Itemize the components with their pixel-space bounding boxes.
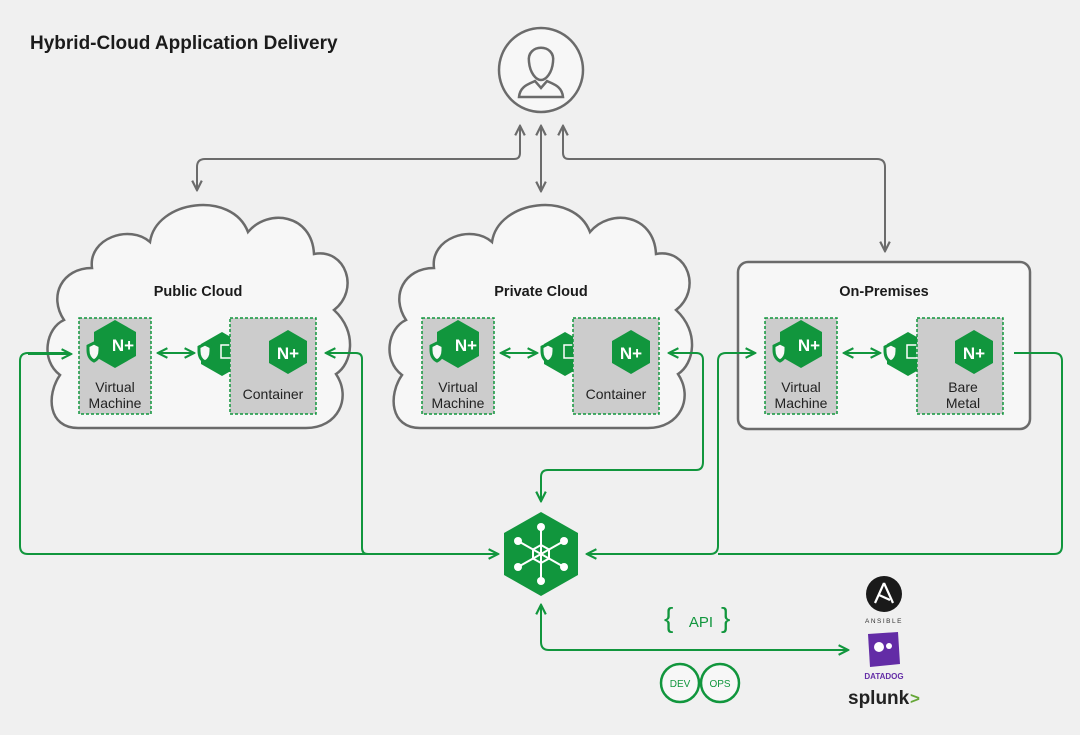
splunk-label: splunk [848,688,910,709]
user-icon [497,26,585,114]
page-title: Hybrid-Cloud Application Delivery [30,33,338,54]
shield-icon [86,341,102,363]
nginx-plus-badge: N+ [112,336,134,355]
ansible-label: ANSIBLE [865,618,903,625]
datadog-label: DATADOG [864,672,903,681]
onprem-title: On-Premises [839,284,928,300]
vm-label-line2: Machine [775,395,828,411]
brace-right-icon: } [721,602,730,633]
private-vm-box: N+ Virtual Machine [421,317,495,415]
vm-label-line1: Virtual [438,379,477,395]
nginx-plus-badge: N+ [620,344,642,363]
controller-hub-icon [504,512,578,596]
api-badge: { API } [664,602,730,633]
nginx-plus-badge: N+ [798,336,820,355]
brace-left-icon: { [664,602,673,633]
onprem-vm-box: N+ Virtual Machine [764,317,838,415]
public-vm-box: N+ Virtual Machine [78,317,152,415]
shield-icon [429,341,445,363]
chevron-right-icon: > [910,689,920,708]
vm-label-line1: Virtual [781,379,820,395]
ops-label: OPS [709,679,730,690]
ansible-logo: ANSIBLE [865,576,903,625]
vm-label-line2: Machine [89,395,142,411]
user-connectors [197,127,885,250]
shield-icon [772,341,788,363]
public-cloud-title: Public Cloud [154,284,243,300]
onprem-baremetal-box: N+ Bare Metal [916,317,1004,415]
api-label: API [689,614,713,631]
devops-badge: DEV OPS [659,662,741,704]
nginx-plus-badge: N+ [455,336,477,355]
nginx-plus-badge: N+ [277,344,299,363]
baremetal-label-line1: Bare [948,379,978,395]
baremetal-label-line2: Metal [946,395,980,411]
dev-label: DEV [670,679,691,690]
private-container-box: N+ Container [572,317,660,415]
splunk-logo: splunk > [848,688,920,709]
private-cloud-title: Private Cloud [494,284,587,300]
vm-label-line1: Virtual [95,379,134,395]
datadog-logo: DATADOG [864,632,904,681]
public-container-box: N+ Container [229,317,317,415]
vm-label-line2: Machine [432,395,485,411]
container-label: Container [586,386,647,402]
nginx-plus-badge: N+ [963,344,985,363]
container-label: Container [243,386,304,402]
